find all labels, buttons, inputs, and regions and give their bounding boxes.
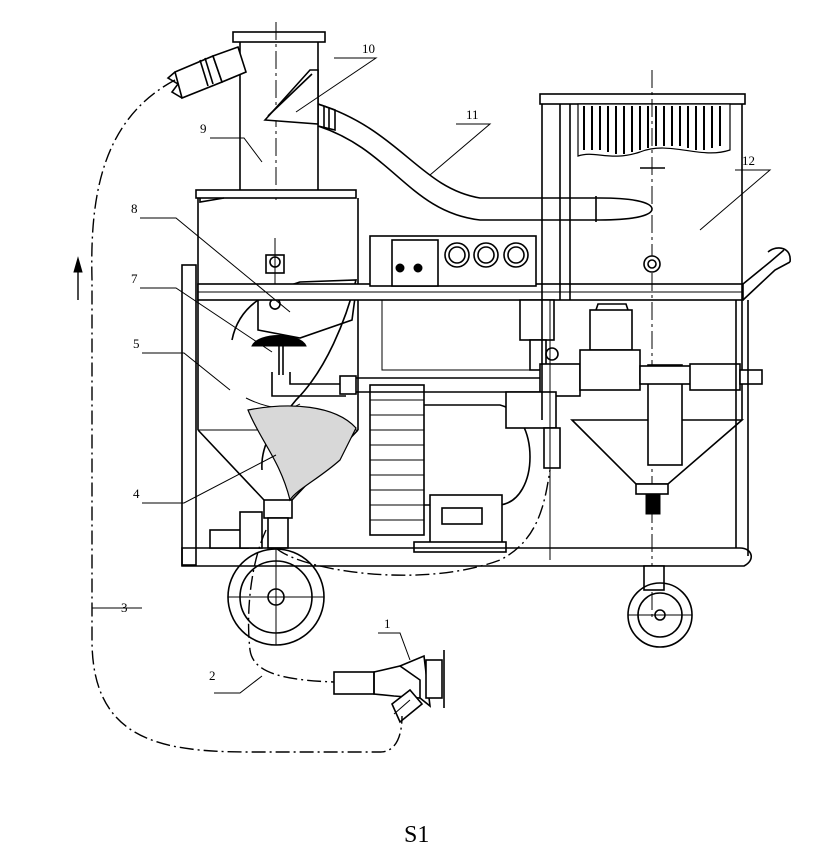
part-label-5: 5 xyxy=(133,336,140,351)
part-label-4: 4 xyxy=(133,486,140,501)
left-tank xyxy=(195,189,359,549)
chassis xyxy=(181,264,752,567)
air-piping xyxy=(339,299,581,560)
spout-10 xyxy=(263,69,319,125)
right-wheel xyxy=(627,565,693,648)
gauge-panel xyxy=(369,235,545,371)
part-label-9: 9 xyxy=(200,121,207,136)
part-label-11: 11 xyxy=(466,107,479,122)
filter-pleats xyxy=(583,106,721,154)
left-wheel xyxy=(227,548,325,646)
blast-nozzle-1 xyxy=(333,650,445,724)
part-label-1: 1 xyxy=(384,616,391,631)
part-label-2: 2 xyxy=(209,668,216,683)
right-tank-12 xyxy=(539,70,763,620)
figure-caption: S1 xyxy=(404,822,429,848)
part-label-12: 12 xyxy=(742,153,755,168)
part-label-8: 8 xyxy=(131,201,138,216)
part-label-10: 10 xyxy=(362,41,375,56)
motor-drum xyxy=(369,384,531,553)
suction-hose-top xyxy=(166,45,247,100)
transfer-pipe-11 xyxy=(317,103,653,222)
part-label-3: 3 xyxy=(121,600,128,615)
part-label-7: 7 xyxy=(131,271,138,286)
leader-lines xyxy=(92,57,772,694)
hoses xyxy=(73,79,551,753)
